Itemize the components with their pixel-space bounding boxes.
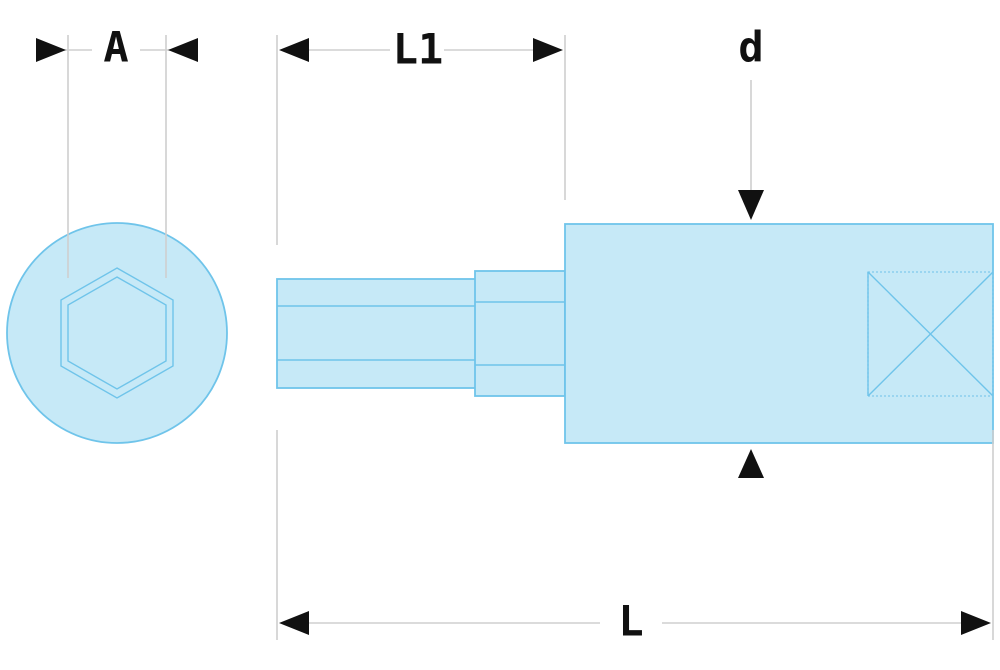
arrow-left-icon [279,38,309,62]
collar-body [474,270,566,397]
arrow-left-icon [279,611,309,635]
end-view [6,222,228,444]
hex-outer-icon [60,267,174,399]
dimension-l: L [276,430,994,646]
arrow-right-icon [533,38,563,62]
hex-inner-icon [67,276,167,390]
arrow-up-icon [738,449,764,478]
side-view [276,223,994,444]
dimension-label-l: L [618,597,643,646]
socket-end-circle [6,222,228,444]
arrow-right-icon [961,611,991,635]
hex-bit-body [276,278,477,389]
arrow-left-icon [168,38,198,62]
dimension-l1: L1 [276,25,566,245]
dimension-d: d [738,23,764,478]
square-drive-icon [867,271,994,397]
arrow-down-icon [738,190,764,220]
dimension-label-d: d [738,23,763,72]
socket-body [564,223,994,444]
dimension-label-l1: L1 [393,25,444,74]
dimension-a: A [36,23,198,278]
dimension-label-a: A [103,23,128,72]
arrow-right-icon [36,38,66,62]
